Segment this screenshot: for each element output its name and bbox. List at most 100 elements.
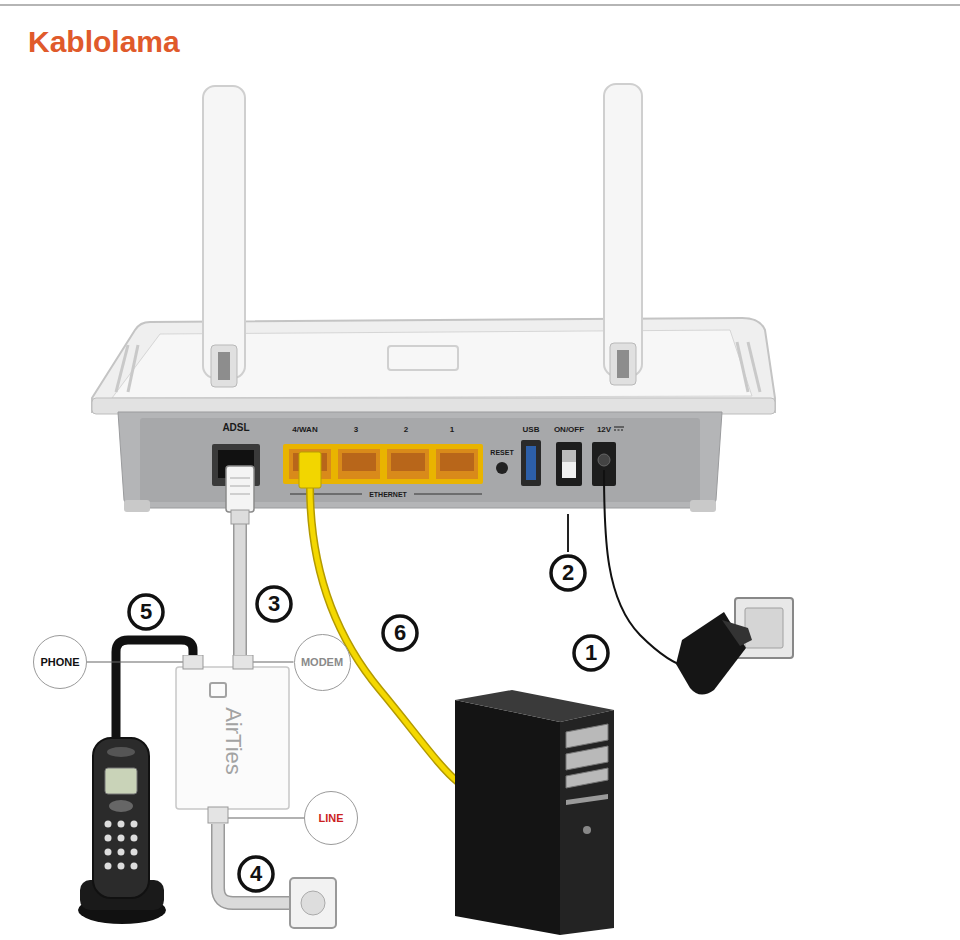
power-switch xyxy=(556,442,582,486)
port-label: 4/WAN xyxy=(292,426,317,434)
pc-stripe xyxy=(566,794,608,805)
phone-key xyxy=(105,849,112,856)
phone-key xyxy=(131,835,138,842)
callout-number: 6 xyxy=(394,622,406,644)
switch-rocker-top xyxy=(562,450,576,462)
phone-earpiece xyxy=(107,747,135,757)
usb-port xyxy=(521,440,541,486)
phone-key xyxy=(105,835,112,842)
phone-handset xyxy=(93,738,149,898)
antenna-slot xyxy=(218,352,230,380)
brand-icon xyxy=(210,683,226,697)
port-label: 2 xyxy=(404,426,408,434)
phone-key xyxy=(118,821,125,828)
port-label: 12V xyxy=(597,426,611,434)
phone-key xyxy=(118,863,125,870)
phone-key xyxy=(118,849,125,856)
rj11-plug xyxy=(226,466,254,512)
port-label: 3 xyxy=(354,426,358,434)
power-cord xyxy=(604,470,690,668)
callout-circle xyxy=(551,556,585,590)
line-cable xyxy=(218,824,294,903)
callout-circle xyxy=(574,636,608,670)
callout-number: 2 xyxy=(562,562,574,584)
antenna xyxy=(203,86,245,378)
antenna-slot xyxy=(617,350,629,378)
dc-symbol xyxy=(614,430,624,431)
callout-number: 3 xyxy=(268,593,280,615)
ethernet-port-hole xyxy=(391,453,425,471)
page-title: Kablolama xyxy=(28,27,180,57)
ethernet-cable-outline xyxy=(310,486,458,782)
router-foot xyxy=(690,500,716,512)
port-label: ADSL xyxy=(222,423,249,433)
ethernet-port-hole xyxy=(440,453,474,471)
adapter-plug xyxy=(722,620,752,646)
tag-text: PHONE xyxy=(40,656,79,668)
port-label: RESET xyxy=(490,449,513,456)
ethernet-port xyxy=(387,449,429,479)
callout-circle xyxy=(129,595,163,629)
port-tag: LINE xyxy=(304,791,358,845)
router-logo xyxy=(388,346,458,370)
port-label: ON/OFF xyxy=(554,426,584,434)
switch-rocker xyxy=(562,450,576,478)
port-tag: MODEM xyxy=(294,634,351,691)
reset-hole xyxy=(496,462,508,474)
top-rule xyxy=(0,4,960,6)
vent xyxy=(748,342,760,392)
leader-line xyxy=(567,514,569,552)
phone-key xyxy=(131,821,138,828)
splitter-port xyxy=(233,655,253,669)
port-label: 1 xyxy=(450,426,454,434)
plug-rib xyxy=(230,486,250,487)
splitter-body xyxy=(176,667,289,809)
vent xyxy=(116,345,128,392)
brand-text: AirTies xyxy=(222,707,244,775)
router-foot xyxy=(124,500,150,512)
pc-button xyxy=(583,826,591,834)
callout-circle xyxy=(383,616,417,650)
pc-front xyxy=(560,710,614,935)
vent xyxy=(737,342,748,392)
router-back xyxy=(118,412,722,508)
antenna-base xyxy=(610,343,636,385)
antenna-base xyxy=(211,345,237,387)
router-panel xyxy=(140,418,700,502)
dc-symbol xyxy=(614,427,624,428)
splitter-port xyxy=(183,655,203,669)
ethernet-bracket xyxy=(290,494,362,495)
ethernet-port xyxy=(338,449,380,479)
drive-bay xyxy=(566,768,608,788)
splitter-port xyxy=(208,807,228,823)
pc-side xyxy=(455,700,560,935)
ethernet-port-hole xyxy=(342,453,376,471)
callout-number: 1 xyxy=(585,642,597,664)
tag-text: MODEM xyxy=(301,656,343,668)
usb-tongue xyxy=(526,446,536,480)
phone-key xyxy=(131,849,138,856)
line-cable-outline xyxy=(218,824,294,903)
phone-key xyxy=(131,863,138,870)
callout-circle xyxy=(257,587,291,621)
plug-rib xyxy=(230,478,250,479)
plug-rib xyxy=(230,494,250,495)
wall-jack-hole xyxy=(301,891,325,915)
ethernet-cable xyxy=(310,486,458,782)
phone-screen xyxy=(105,768,137,794)
phone-nav xyxy=(109,800,133,812)
leader-line xyxy=(253,661,294,662)
port-tag: PHONE xyxy=(33,635,87,689)
phone-wall-jack xyxy=(290,878,336,928)
drive-bay xyxy=(566,746,608,770)
panel-label: ETHERNET xyxy=(369,491,407,498)
callout-circle xyxy=(239,857,273,891)
callout-number: 4 xyxy=(250,863,262,885)
leader-line xyxy=(228,817,304,818)
splitter-box: AirTies xyxy=(175,655,290,828)
phone-key xyxy=(118,835,125,842)
leader-line xyxy=(87,661,183,662)
